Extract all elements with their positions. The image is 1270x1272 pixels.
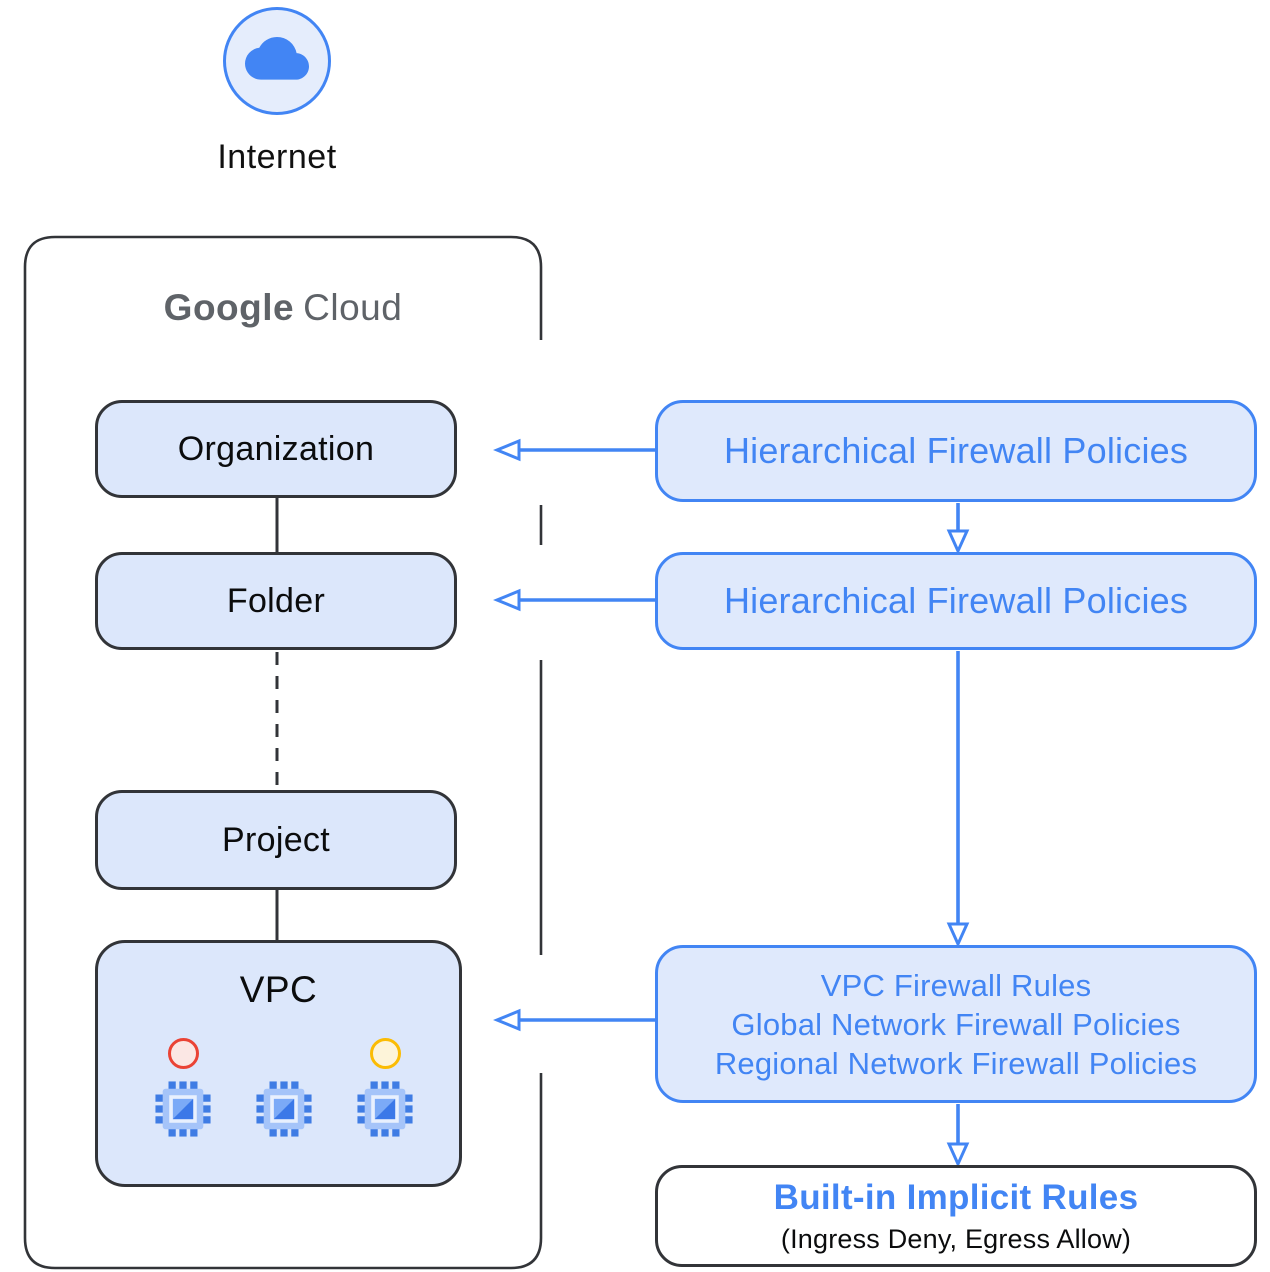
arrowhead-left <box>493 438 521 462</box>
arrowhead-down <box>946 529 970 555</box>
red-status-circle <box>168 1038 199 1069</box>
compute-engine-vm-icon <box>256 1081 312 1137</box>
built-in-implicit-rules-box: Built-in Implicit Rules (Ingress Deny, E… <box>655 1165 1257 1267</box>
hierarchical-firewall-policies-folder-box: Hierarchical Firewall Policies <box>655 552 1257 650</box>
google-cloud-frame-border <box>23 235 543 1270</box>
logo-word-google: Google <box>163 287 295 328</box>
organization-label: Organization <box>177 429 375 468</box>
arrowhead-left <box>493 1008 521 1032</box>
arrowhead-down <box>946 1142 970 1168</box>
vpc-firewall-rules-line: VPC Firewall Rules <box>820 967 1092 1003</box>
yellow-status-circle <box>370 1038 401 1069</box>
compute-engine-vm-icon <box>155 1081 211 1137</box>
arrowhead-down <box>946 922 970 948</box>
folder-label: Folder <box>226 581 326 620</box>
built-in-implicit-rules-subtitle: (Ingress Deny, Egress Allow) <box>780 1223 1132 1254</box>
project-label: Project <box>222 820 330 859</box>
cloud-icon <box>245 36 309 80</box>
project-box: Project <box>95 790 457 890</box>
folder-box: Folder <box>95 552 457 650</box>
compute-engine-vm-icon <box>357 1081 413 1137</box>
hierarchical-firewall-policies-org-label: Hierarchical Firewall Policies <box>723 430 1189 471</box>
regional-network-firewall-policies-line: Regional Network Firewall Policies <box>714 1045 1198 1081</box>
hierarchical-firewall-policies-org-box: Hierarchical Firewall Policies <box>655 400 1257 502</box>
vpc-label: VPC <box>239 969 318 1010</box>
logo-word-cloud: Cloud <box>303 287 403 328</box>
organization-box: Organization <box>95 400 457 498</box>
internet-label: Internet <box>217 138 337 176</box>
arrowhead-left <box>493 588 521 612</box>
vpc-firewall-rules-box: VPC Firewall Rules Global Network Firewa… <box>655 945 1257 1103</box>
hierarchical-firewall-policies-folder-label: Hierarchical Firewall Policies <box>723 580 1189 621</box>
internet-node <box>223 7 331 115</box>
global-network-firewall-policies-line: Global Network Firewall Policies <box>731 1006 1181 1042</box>
built-in-implicit-rules-title: Built-in Implicit Rules <box>773 1177 1139 1217</box>
vpc-box: VPC <box>95 940 462 1187</box>
